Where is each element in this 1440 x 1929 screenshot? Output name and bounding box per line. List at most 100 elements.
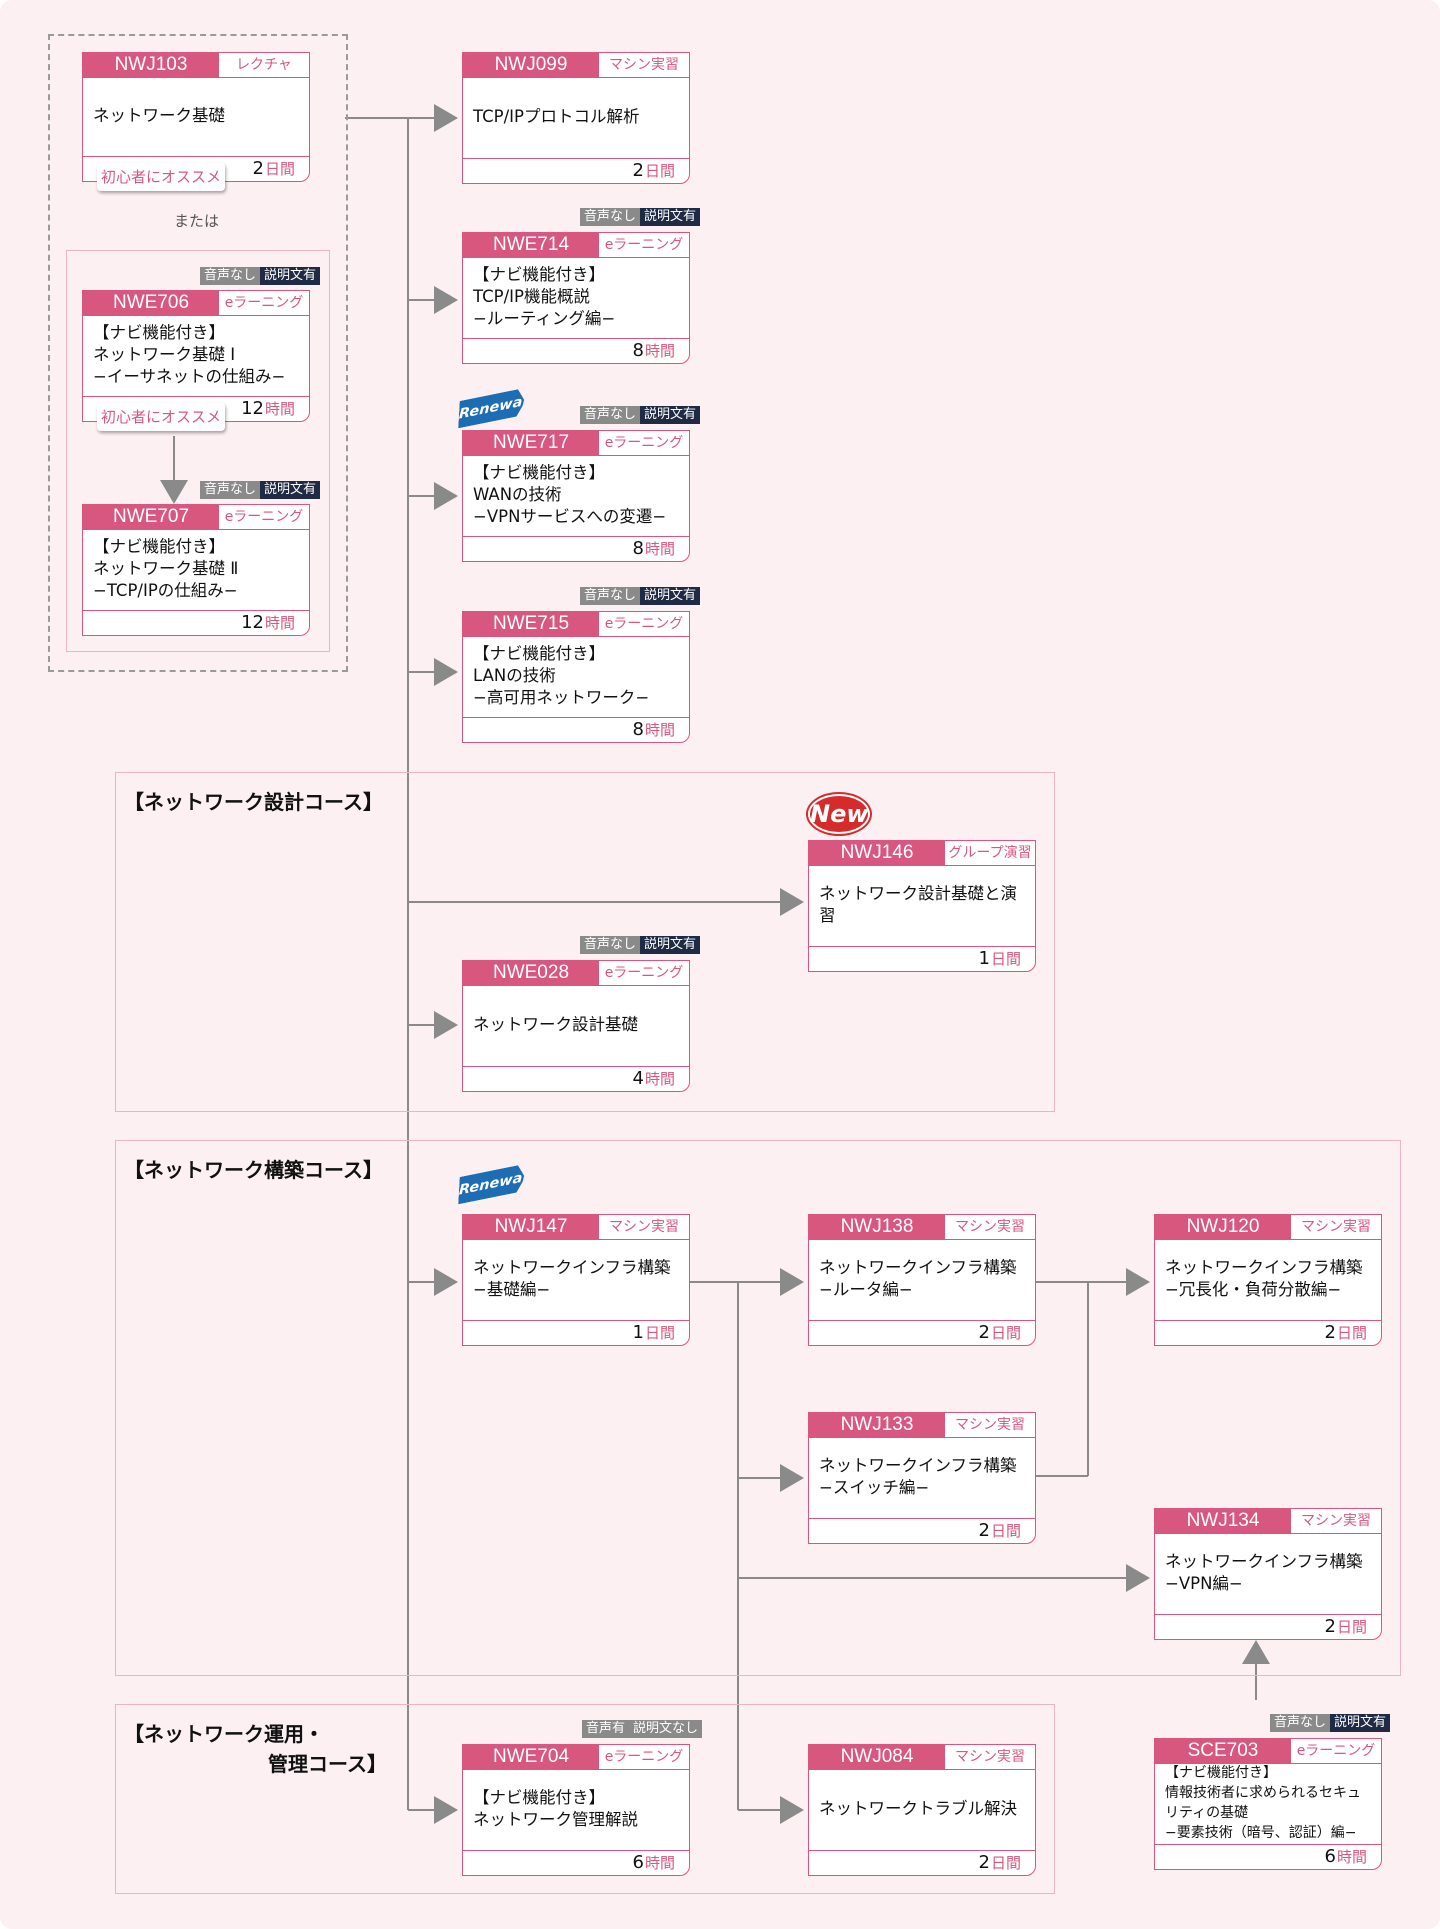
course-code: SCE703 [1155,1739,1291,1763]
duration-unit: 日間 [264,160,295,178]
audio-text-badge: 音声なし説明文有 [200,481,321,499]
course-duration: 2日間 [253,158,295,180]
course-code: NWJ133 [809,1413,945,1437]
course-type: マシン実習 [955,1219,1025,1235]
course-duration: 12時間 [241,398,295,420]
section-network-build [115,1140,1401,1676]
or-label: または [174,212,220,230]
course-title: ネットワークインフラ構築 −スイッチ編− [819,1456,1017,1497]
duration-unit: 日間 [644,1324,675,1342]
duration-unit: 日間 [990,1854,1021,1872]
course-type: グループ演習 [948,845,1032,861]
section-network-operations [115,1704,1055,1894]
course-title: 【ナビ機能付き】 情報技術者に求められるセキュリティの基礎 −要素技術（暗号、認… [1165,1765,1361,1841]
course-code: NWJ138 [809,1215,945,1239]
course-title: ネットワーク設計基礎 [473,1015,638,1034]
course-type: レクチャ [236,57,292,73]
course-type: eラーニング [1296,1743,1376,1759]
duration-unit: 時間 [264,400,295,418]
duration-number: 6 [632,1852,644,1873]
course-title: ネットワークインフラ構築 −基礎編− [473,1258,671,1299]
section-title-ops-line2: 管理コース】 [268,1752,387,1776]
course-type: マシン実習 [609,1219,679,1235]
course-title: ネットワークインフラ構築 −VPN編− [1165,1552,1363,1593]
course-code: NWJ147 [463,1215,599,1239]
duration-number: 2 [978,1852,990,1873]
course-duration: 2日間 [979,1322,1021,1344]
audio-text-badge: 音声なし説明文有 [200,267,321,285]
course-duration: 8時間 [633,719,675,741]
course-type: eラーニング [604,965,684,981]
duration-unit: 時間 [644,721,675,739]
duration-unit: 日間 [990,1324,1021,1342]
course-title: ネットワーク基礎 [93,106,225,125]
duration-number: 12 [241,612,264,633]
course-code: NWJ146 [809,841,945,865]
course-code: NWE707 [83,505,219,529]
new-badge: New [808,794,870,834]
course-title: 【ナビ機能付き】 ネットワーク基礎 Ⅱ −TCP/IPの仕組み− [93,537,239,600]
duration-number: 2 [1324,1616,1336,1637]
course-code: NWE715 [463,612,599,636]
duration-number: 6 [1324,1846,1336,1867]
duration-number: 2 [632,160,644,181]
audio-text-badge: 音声なし説明文有 [580,587,701,605]
course-duration: 8時間 [633,538,675,560]
duration-unit: 時間 [644,540,675,558]
course-duration: 2日間 [979,1852,1021,1874]
course-card-sce703[interactable]: SCE703 eラーニング 【ナビ機能付き】 情報技術者に求められるセキュリティの… [1154,1738,1382,1870]
course-duration: 8時間 [633,340,675,362]
beginner-recommend-tag: 初心者にオススメ [97,403,225,431]
course-title: ネットワークインフラ構築 −冗長化・負荷分散編− [1165,1258,1363,1299]
duration-unit: 時間 [264,614,295,632]
section-title-ops-line1: 【ネットワーク運用・ [124,1722,324,1746]
course-type: マシン実習 [1301,1513,1371,1529]
beginner-recommend-tag: 初心者にオススメ [97,163,225,191]
course-code: NWE717 [463,431,599,455]
duration-unit: 時間 [1336,1848,1367,1866]
course-code: NWE028 [463,961,599,985]
course-card-nwj103[interactable]: NWJ103 レクチャ ネットワーク基礎 初心者にオススメ 2日間 [82,52,310,191]
course-type: eラーニング [604,435,684,451]
duration-number: 2 [1324,1322,1336,1343]
course-duration: 2日間 [979,1520,1021,1542]
duration-number: 8 [632,719,644,740]
course-title: ネットワークトラブル解決 [819,1799,1017,1818]
course-code: NWE706 [83,291,219,315]
course-duration: 12時間 [241,612,295,634]
course-duration: 6時間 [633,1852,675,1874]
duration-number: 2 [978,1322,990,1343]
course-card-nwe707[interactable]: NWE707 eラーニング 【ナビ機能付き】 ネットワーク基礎 Ⅱ −TCP/IP… [82,504,310,636]
duration-unit: 日間 [1336,1324,1367,1342]
course-title: 【ナビ機能付き】 LANの技術 −高可用ネットワーク− [473,644,650,707]
course-code: NWE714 [463,233,599,257]
audio-text-badge: 音声なし説明文有 [580,406,701,424]
course-code: NWJ099 [463,53,599,77]
duration-number: 1 [978,948,990,969]
course-type: マシン実習 [1301,1219,1371,1235]
course-type: eラーニング [224,509,304,525]
course-code: NWJ103 [83,53,219,77]
course-title: 【ナビ機能付き】 ネットワーク管理解説 [473,1788,638,1829]
course-code: NWJ134 [1155,1509,1291,1533]
elearning-alternative-group [66,250,330,652]
duration-number: 4 [632,1068,644,1089]
duration-number: 12 [241,398,264,419]
course-duration: 1日間 [979,948,1021,970]
